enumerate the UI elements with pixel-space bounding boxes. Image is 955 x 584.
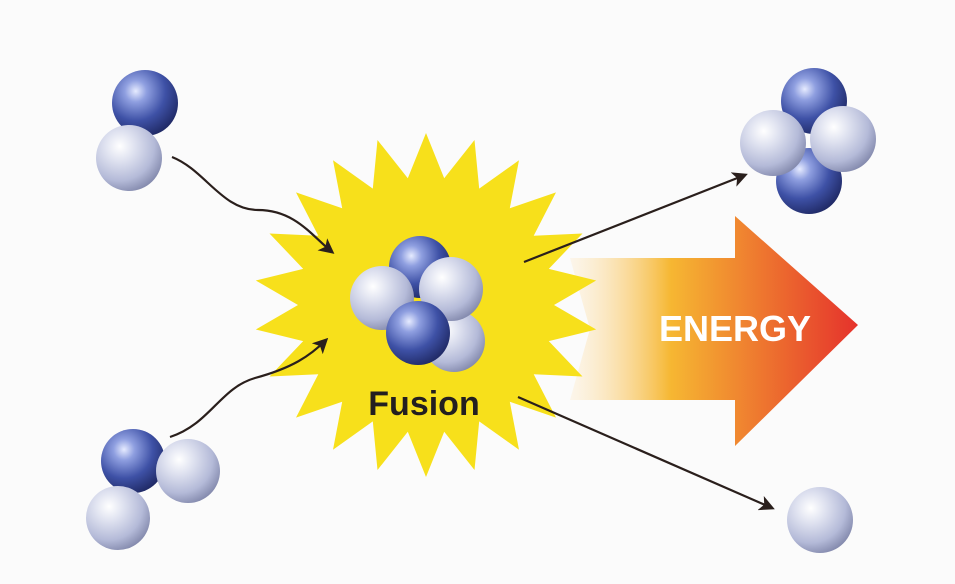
incoming-arrow-bottom bbox=[169, 337, 329, 439]
outgoing-arrow-neutron bbox=[517, 395, 775, 511]
deuterium-particle bbox=[96, 70, 178, 191]
neutron-ball bbox=[86, 486, 150, 550]
proton-ball bbox=[386, 301, 450, 365]
proton-ball bbox=[101, 429, 165, 493]
tritium-particle bbox=[86, 429, 220, 550]
proton-ball bbox=[112, 70, 178, 136]
helium-nucleus bbox=[740, 68, 876, 214]
fusing-nucleus bbox=[350, 236, 485, 372]
energy-label: ENERGY bbox=[659, 308, 811, 349]
outgoing-arrow-helium bbox=[523, 172, 748, 264]
neutron-ball bbox=[787, 487, 853, 553]
incoming-arrow-top bbox=[171, 155, 335, 254]
free-neutron bbox=[787, 487, 853, 553]
neutron-ball bbox=[156, 439, 220, 503]
energy-arrow bbox=[570, 216, 858, 446]
fusion-label: Fusion bbox=[368, 385, 479, 423]
neutron-ball bbox=[810, 106, 876, 172]
neutron-ball bbox=[419, 257, 483, 321]
neutron-ball bbox=[740, 110, 806, 176]
neutron-ball bbox=[96, 125, 162, 191]
